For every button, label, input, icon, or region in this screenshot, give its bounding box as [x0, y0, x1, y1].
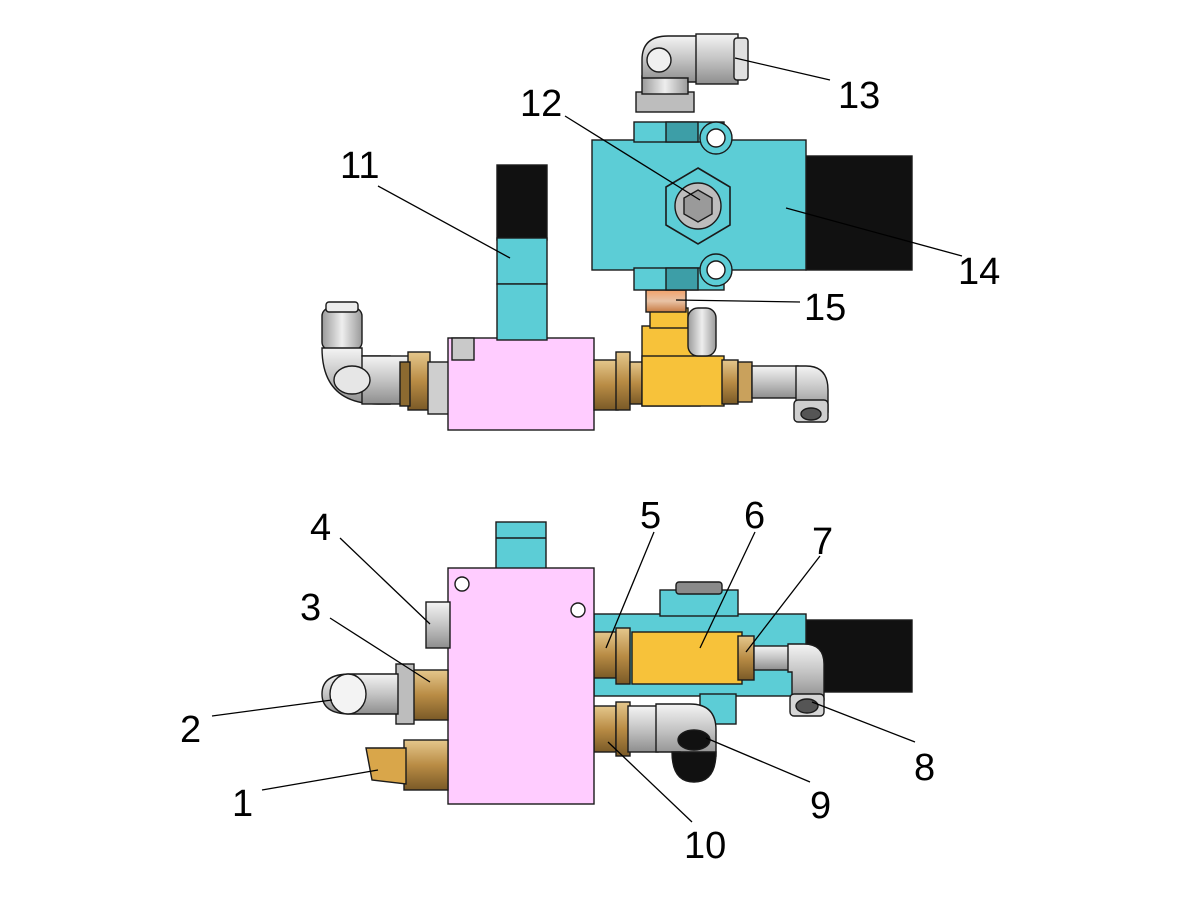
- callout-5: 5: [640, 495, 661, 537]
- callout-7: 7: [812, 521, 833, 563]
- bottom-view: [321, 521, 913, 805]
- top-left-brass-nut: [407, 351, 431, 411]
- callout-3: 3: [300, 587, 321, 629]
- top-chrome-elbow: [635, 33, 749, 113]
- right-elbow-fitting: [787, 643, 825, 717]
- callout-8: 8: [914, 747, 935, 789]
- bottom-pink-manifold: [447, 567, 595, 805]
- top-view: [321, 33, 913, 431]
- brass-nipple-lower: [593, 705, 617, 753]
- callout-6: 6: [744, 495, 765, 537]
- callout-1: 1: [232, 783, 253, 825]
- top-left-elbow-fitting: [321, 301, 411, 405]
- lower-elbow-fitting: [627, 703, 717, 783]
- orange-nut: [645, 289, 687, 313]
- hex-plug: [665, 167, 731, 245]
- callout-10: 10: [684, 825, 726, 867]
- small-solenoid-valve: [496, 164, 548, 341]
- large-solenoid-valve: [591, 121, 913, 291]
- brass-nut-left: [411, 669, 449, 721]
- callout-15: 15: [804, 287, 846, 329]
- top-brass-nipple: [593, 359, 619, 411]
- leader-lines: [211, 57, 963, 823]
- yellow-fitting: [631, 631, 743, 685]
- callout-9: 9: [810, 785, 831, 827]
- callout-11: 11: [340, 145, 379, 187]
- gray-plug: [425, 601, 451, 649]
- callout-14: 14: [958, 251, 1000, 293]
- muffler-fitting-chrome: [321, 673, 399, 715]
- callout-13: 13: [838, 75, 880, 117]
- callout-4: 4: [310, 507, 331, 549]
- callout-12: 12: [520, 83, 562, 125]
- brass-muffler: [365, 739, 449, 791]
- callout-labels: 1 2 3 4 5 6 7 8 9 10 11 12 13 14 15: [180, 75, 1000, 867]
- brass-nut-right: [737, 635, 755, 681]
- callout-2: 2: [180, 709, 201, 751]
- brass-nipple-upper: [593, 631, 617, 679]
